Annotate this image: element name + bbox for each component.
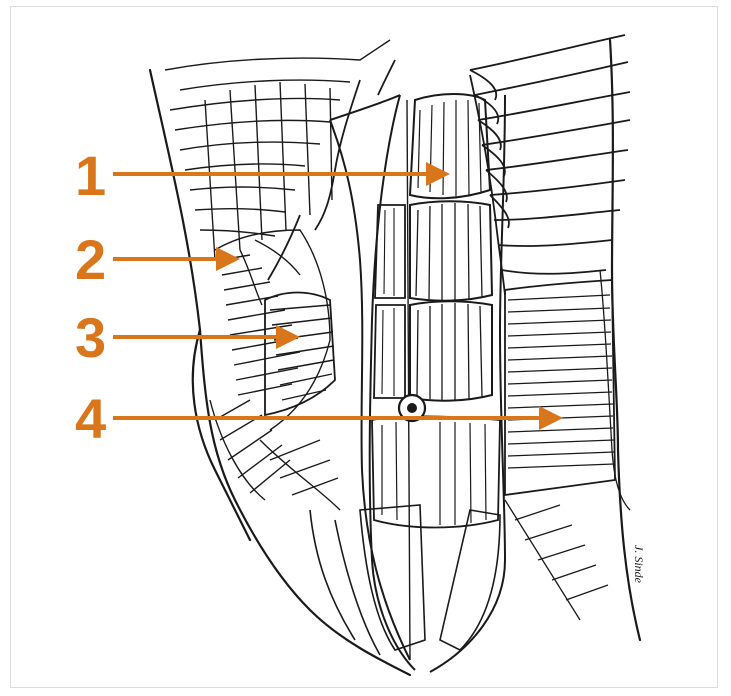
lower-rectus-sheath	[310, 505, 500, 655]
callout-number-1: 1	[75, 144, 106, 207]
transversus-abdominis	[505, 270, 630, 620]
internal-oblique	[240, 240, 340, 510]
artist-signature: J. Sinde	[632, 545, 646, 584]
callout-number-3: 3	[75, 306, 106, 369]
callout-number-2: 2	[75, 228, 106, 291]
callout-number-4: 4	[75, 387, 106, 450]
callout-2: 2	[75, 228, 240, 291]
callout-3: 3	[75, 306, 300, 369]
callout-1: 1	[75, 144, 450, 207]
right-ribcage	[470, 35, 630, 274]
